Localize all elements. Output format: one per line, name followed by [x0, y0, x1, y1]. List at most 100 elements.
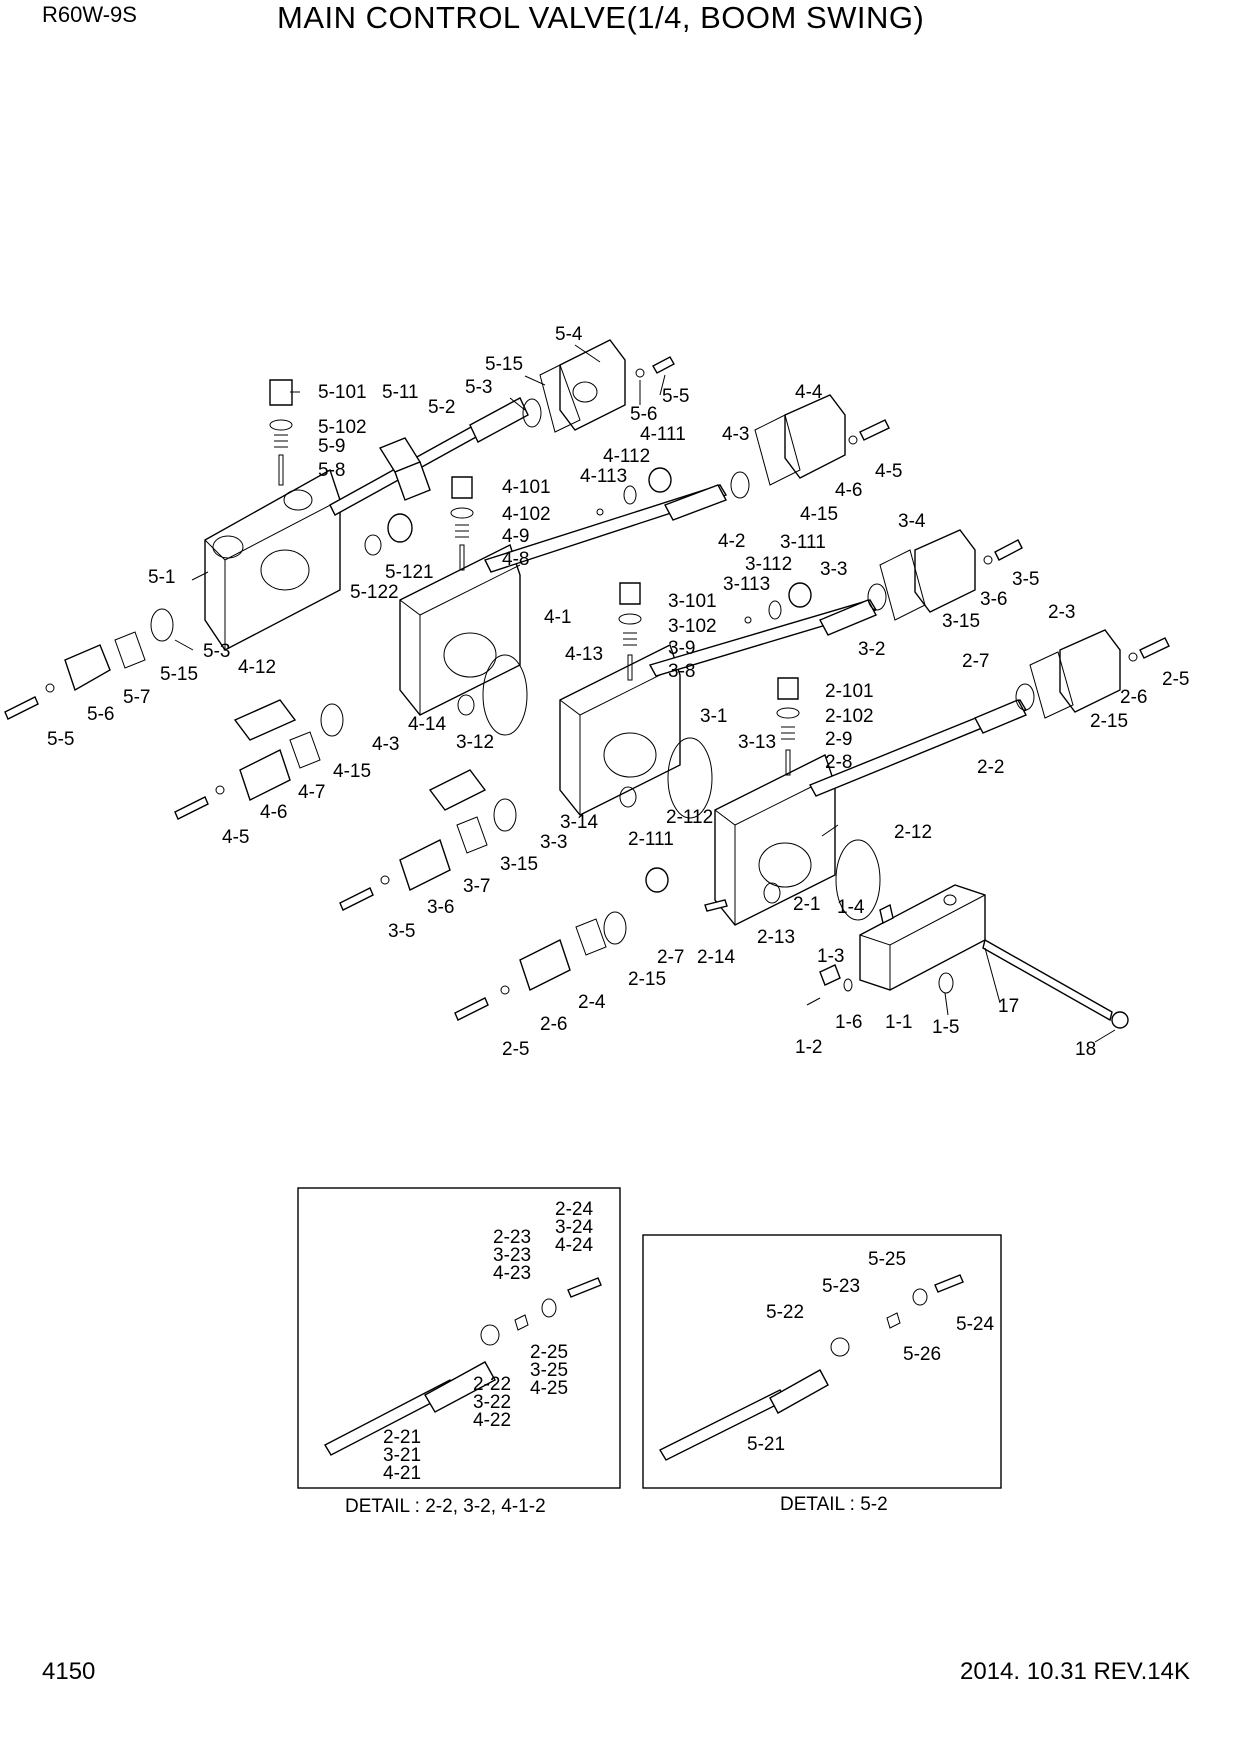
detail-callout: 3-21	[383, 1445, 421, 1466]
detail-box-left: 2-24 3-24 4-24 2-23 3-23 4-23 2-25 3-25 …	[297, 1187, 621, 1517]
callout: 3-3	[540, 832, 567, 853]
detail-callout: 2-25	[530, 1342, 568, 1363]
leader-lines	[174, 344, 1116, 1043]
callout: 2-15	[1090, 711, 1128, 732]
callout: 2-7	[962, 651, 989, 672]
callout: 4-13	[565, 644, 603, 665]
callout: 2-3	[1048, 602, 1075, 623]
callout: 2-6	[540, 1014, 567, 1035]
callout: 5-5	[47, 729, 74, 750]
callout: 1-4	[837, 897, 865, 918]
callout: 4-2	[718, 531, 745, 552]
callout: 5-6	[630, 404, 657, 425]
callout: 2-15	[628, 969, 666, 990]
callout: 3-4	[898, 511, 926, 532]
detail-callout: 5-24	[956, 1314, 994, 1335]
callout: 2-2	[977, 757, 1004, 778]
callout: 17	[998, 996, 1019, 1017]
page-title: MAIN CONTROL VALVE(1/4, BOOM SWING)	[277, 0, 925, 35]
callout: 1-6	[835, 1012, 862, 1033]
callout: 5-2	[428, 397, 455, 418]
callout: 3-112	[745, 554, 792, 575]
callout: 2-5	[502, 1039, 529, 1060]
callout: 3-101	[668, 591, 717, 612]
callout: 4-15	[333, 761, 371, 782]
callout: 3-9	[668, 638, 695, 659]
callout: 5-8	[318, 460, 345, 481]
detail-callout: 4-22	[473, 1410, 511, 1431]
detail-callout: 4-23	[493, 1263, 531, 1284]
callout: 5-101	[318, 382, 367, 403]
callout: 4-113	[580, 466, 627, 487]
callout: 4-101	[502, 477, 551, 498]
callout: 3-8	[668, 661, 695, 682]
callout: 2-4	[578, 992, 606, 1013]
callout: 4-3	[372, 734, 399, 755]
detail-caption: DETAIL : 5-2	[780, 1494, 888, 1515]
callout: 4-3	[722, 424, 749, 445]
detail-callout: 5-21	[747, 1434, 785, 1455]
section-1-parts	[806, 884, 1129, 1029]
section-3-parts	[339, 529, 1023, 911]
detail-callout: 2-21	[383, 1427, 421, 1448]
part-callouts: 5-4 5-15 5-3 5-101 5-11 5-2 5-6 5-5 5-10…	[47, 324, 1189, 1060]
detail-callout: 3-23	[493, 1245, 531, 1266]
callout: 4-6	[835, 480, 862, 501]
callout: 4-5	[875, 461, 902, 482]
revision-date: 2014. 10.31 REV.14K	[960, 1658, 1190, 1685]
callout: 4-1	[544, 607, 571, 628]
callout: 5-1	[148, 567, 175, 588]
page-number: 4150	[42, 1658, 96, 1685]
detail-callout: 2-24	[555, 1199, 593, 1220]
callout: 5-121	[385, 562, 434, 583]
callout: 3-12	[456, 732, 494, 753]
callout: 4-8	[502, 549, 529, 570]
callout: 5-7	[123, 687, 150, 708]
detail-caption: DETAIL : 2-2, 3-2, 4-1-2	[345, 1496, 546, 1517]
callout: 4-14	[408, 714, 446, 735]
callout: 3-5	[388, 921, 415, 942]
detail-callout: 3-25	[530, 1360, 568, 1381]
callout: 5-15	[160, 664, 198, 685]
callout: 4-111	[640, 424, 686, 445]
callout: 3-6	[980, 589, 1007, 610]
callout: 2-8	[825, 752, 852, 773]
callout: 3-14	[560, 812, 598, 833]
callout: 4-4	[795, 382, 823, 403]
callout: 3-2	[858, 639, 885, 660]
callout: 3-113	[723, 574, 770, 595]
callout: 2-7	[657, 947, 684, 968]
callout: 5-9	[318, 436, 345, 457]
detail-callout: 2-23	[493, 1227, 531, 1248]
detail-callout: 5-26	[903, 1344, 941, 1365]
callout: 2-13	[757, 927, 795, 948]
callout: 3-15	[942, 611, 980, 632]
model-number: R60W-9S	[42, 2, 137, 27]
detail-callout: 3-22	[473, 1392, 511, 1413]
section-2-parts	[454, 629, 1170, 1021]
detail-callout: 5-25	[868, 1249, 906, 1270]
callout: 2-5	[1162, 669, 1189, 690]
callout: 5-3	[203, 641, 230, 662]
detail-callout: 4-21	[383, 1463, 421, 1484]
callout: 5-102	[318, 417, 367, 438]
callout: 1-5	[932, 1017, 959, 1038]
callout: 3-7	[463, 876, 490, 897]
section-4-parts	[174, 394, 890, 820]
detail-callout: 4-24	[555, 1235, 593, 1256]
callout: 3-3	[820, 559, 847, 580]
callout: 4-102	[502, 504, 551, 525]
callout: 5-5	[662, 386, 689, 407]
callout: 4-15	[800, 504, 838, 525]
callout: 3-111	[780, 532, 826, 553]
detail-box-right: 5-25 5-23 5-22 5-24 5-26 5-21 DETAIL : 5…	[642, 1234, 1002, 1515]
callout: 5-15	[485, 354, 523, 375]
callout: 5-4	[555, 324, 583, 345]
callout: 2-112	[666, 807, 713, 828]
callout: 2-101	[825, 681, 874, 702]
callout: 4-112	[603, 446, 650, 467]
detail-callout: 5-22	[766, 1302, 804, 1323]
callout: 3-102	[668, 616, 717, 637]
detail-callout: 5-23	[822, 1276, 860, 1297]
